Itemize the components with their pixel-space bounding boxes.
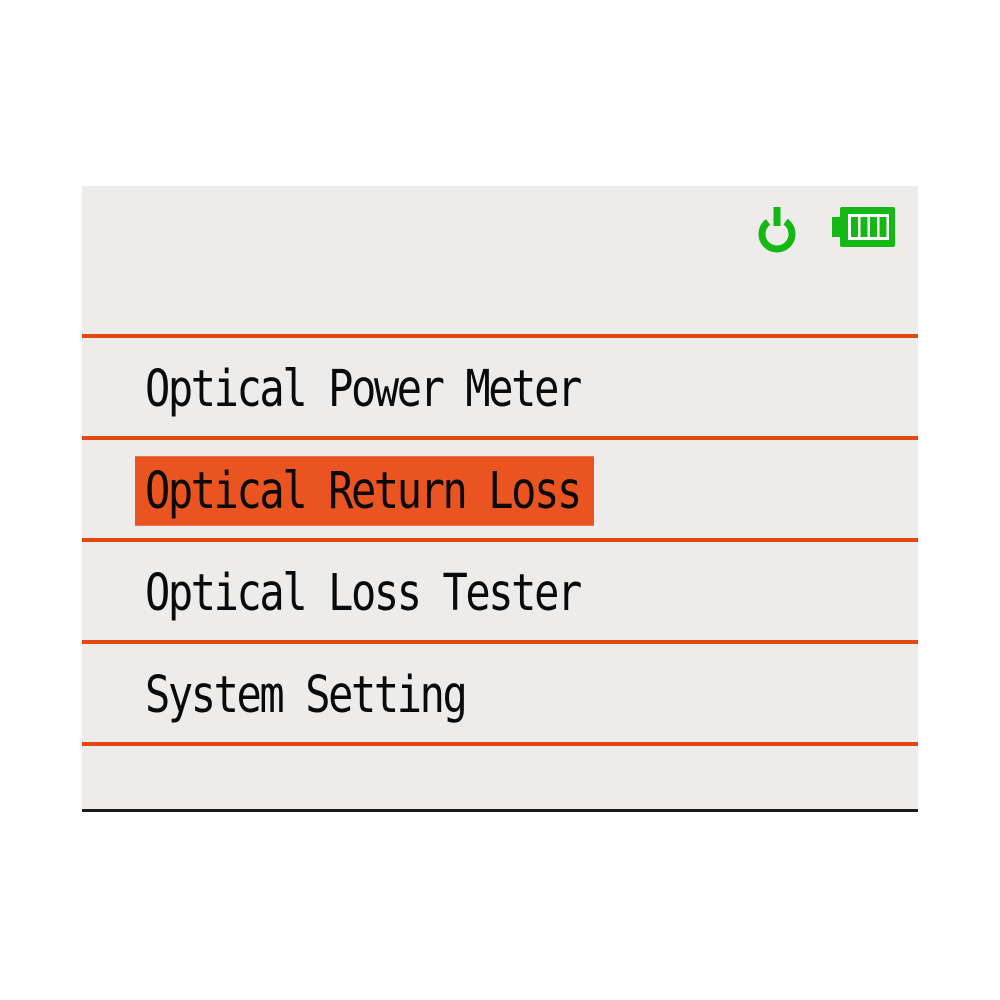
battery-bar	[870, 217, 877, 237]
footer-area	[82, 746, 918, 809]
menu-item-label: System Setting	[145, 665, 468, 724]
menu-item-optical-return-loss[interactable]: Optical Return Loss	[82, 440, 918, 538]
device-screen: Optical Power Meter Optical Return Loss …	[82, 186, 918, 812]
divider	[82, 334, 918, 338]
battery-bar	[860, 217, 868, 237]
battery-bar	[851, 217, 858, 237]
power-icon	[755, 205, 799, 257]
menu-item-system-setting[interactable]: System Setting	[82, 644, 918, 742]
menu-item-label: Optical Power Meter	[145, 359, 582, 418]
divider	[82, 436, 918, 440]
menu-item-optical-loss-tester[interactable]: Optical Loss Tester	[82, 542, 918, 640]
menu-item-label: Optical Loss Tester	[145, 563, 582, 622]
divider	[82, 640, 918, 644]
status-bar	[82, 186, 918, 334]
menu-item-label-selected: Optical Return Loss	[135, 456, 594, 526]
divider	[82, 742, 918, 746]
menu-item-optical-power-meter[interactable]: Optical Power Meter	[82, 338, 918, 436]
divider	[82, 538, 918, 542]
battery-bar	[879, 217, 887, 237]
battery-icon	[832, 205, 895, 253]
